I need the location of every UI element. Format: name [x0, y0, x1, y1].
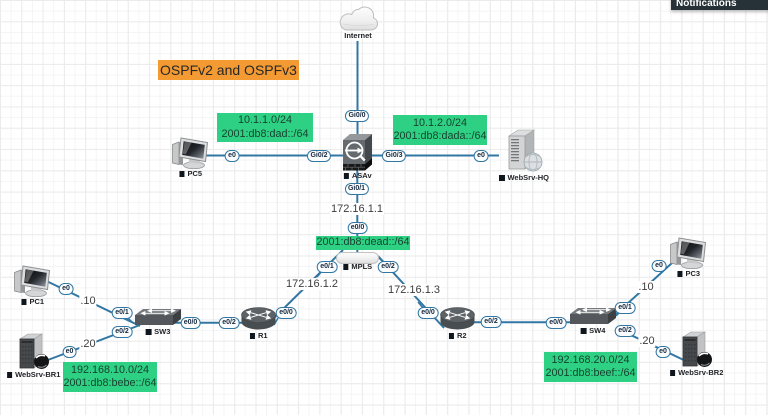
- server-icon: [18, 333, 49, 369]
- iface-label-asav-gi0-1: Gi0/1: [344, 183, 369, 195]
- iface-label-sw4-e0-2: e0/2: [614, 325, 636, 337]
- iface-label-websrv-br2-e0: e0: [655, 346, 671, 358]
- status-square-icon: [178, 171, 185, 177]
- iface-label-asav-gi0-2: Gi0/2: [306, 149, 332, 162]
- ip-label-10-right[interactable]: .10: [637, 281, 655, 293]
- router-icon: [440, 307, 475, 330]
- status-square-icon: [343, 173, 349, 179]
- status-square-icon: [669, 370, 676, 376]
- node-sw4[interactable]: SW4: [569, 307, 617, 335]
- iface-label-sw3-e0-2: e0/2: [111, 326, 133, 338]
- node-label-sw4: SW4: [580, 327, 605, 335]
- node-pc5[interactable]: PC5: [171, 136, 210, 178]
- status-square-icon: [249, 333, 255, 339]
- ip-label-172-16-1-2[interactable]: 172.16.1.2: [285, 277, 339, 290]
- network-label-10-1-2-0[interactable]: 10.1.2.0/24 2001:db8:dada::/64: [393, 115, 487, 145]
- network-label-192-168-20-0[interactable]: 192.168.20.0/24 2001:db8:beef::/64: [544, 352, 637, 382]
- network-label-192-168-10-0[interactable]: 192.168.10.0/24 2001:db8:bebe::/64: [63, 362, 157, 392]
- iface-label-sw3-e0-1: e0/1: [111, 306, 133, 319]
- ip-label-20-left[interactable]: .20: [79, 338, 97, 350]
- node-r1[interactable]: R1: [240, 306, 277, 340]
- iface-label-r2-e0-2: e0/2: [480, 316, 502, 328]
- iface-label-sw4-e0-0: e0/0: [545, 316, 567, 329]
- iface-label-r2-e0-0: e0/0: [417, 307, 439, 319]
- node-label-pc3: PC3: [676, 270, 700, 278]
- iface-label-pc5-e0: e0: [224, 150, 240, 162]
- status-square-icon: [498, 175, 505, 181]
- label-pointer-stubs: [126, 257, 621, 326]
- iface-label-websrv-br1-e0: e0: [62, 345, 77, 358]
- status-square-icon: [342, 264, 349, 270]
- firewall-icon: [343, 134, 372, 171]
- iface-label-sw3-e0-0: e0/0: [180, 317, 201, 329]
- router-icon: [241, 307, 276, 330]
- ip-label-172-16-1-1[interactable]: 172.16.1.1: [330, 203, 384, 215]
- status-square-icon: [676, 271, 683, 277]
- node-pc1[interactable]: PC1: [13, 264, 52, 306]
- server-icon: [508, 129, 543, 172]
- node-pc3[interactable]: PC3: [669, 236, 708, 278]
- status-square-icon: [6, 372, 13, 378]
- server-icon: [681, 331, 712, 367]
- node-label-r2: R2: [448, 332, 467, 340]
- ip-label-172-16-1-3[interactable]: 172.16.1.3: [387, 284, 441, 296]
- node-internet[interactable]: Internet: [338, 5, 378, 40]
- node-label-asav: ASAv: [343, 172, 372, 180]
- network-segment-icon: [336, 252, 379, 264]
- node-mpls[interactable]: MPLS: [336, 252, 379, 271]
- status-square-icon: [448, 333, 454, 339]
- network-label-2001-db8-dead[interactable]: 2001:db8:dead::/64: [316, 236, 410, 250]
- node-label-websrv-br2: WebSrv-BR2: [669, 369, 723, 377]
- node-sw3[interactable]: SW3: [134, 308, 182, 336]
- cloud-icon: [339, 6, 378, 31]
- node-r2[interactable]: R2: [439, 306, 476, 340]
- ip-label-20-right[interactable]: .20: [638, 335, 656, 347]
- node-asav[interactable]: ASAv: [341, 133, 374, 180]
- network-label-10-1-1-0[interactable]: 10.1.1.0/24 2001:db8:dad::/64: [217, 113, 313, 142]
- node-websrv-hq[interactable]: WebSrv-HQ: [498, 129, 549, 182]
- switch-icon: [570, 307, 616, 324]
- node-label-pc1: PC1: [20, 298, 44, 306]
- status-square-icon: [145, 329, 152, 335]
- node-websrv-br1[interactable]: WebSrv-BR1: [6, 333, 60, 379]
- node-label-pc5: PC5: [178, 170, 202, 178]
- iface-label-pc3-e0: e0: [651, 260, 667, 272]
- iface-label-r1-e0-0: e0/0: [275, 307, 297, 319]
- node-label-websrv-br1: WebSrv-BR1: [6, 371, 60, 379]
- notifications-toast[interactable]: Notifications: [671, 0, 768, 10]
- iface-label-r1-e0-2: e0/2: [218, 316, 240, 329]
- iface-label-mpls-e0-2: e0/2: [377, 261, 399, 273]
- status-square-icon: [580, 328, 587, 334]
- node-label-sw3: SW3: [145, 328, 170, 336]
- iface-label-sw4-e0-1: e0/1: [614, 302, 636, 314]
- pc-icon: [670, 237, 707, 269]
- iface-label-mpls-e0-1: e0/1: [316, 261, 338, 273]
- pc-icon: [172, 137, 209, 169]
- iface-label-pc1-e0: e0: [58, 283, 74, 295]
- node-label-mpls: MPLS: [342, 263, 372, 271]
- iface-label-asav-gi0-3: Gi0/3: [381, 149, 407, 162]
- pc-icon: [14, 265, 51, 297]
- switch-icon: [135, 308, 181, 325]
- status-square-icon: [20, 299, 27, 305]
- iface-label-mpls-e0-0: e0/0: [347, 222, 368, 234]
- node-label-websrv-hq: WebSrv-HQ: [498, 174, 549, 182]
- ip-label-10-left[interactable]: .10: [79, 295, 97, 307]
- diagram-title[interactable]: OSPFv2 and OSPFv3: [158, 60, 299, 80]
- iface-label-asav-gi0-0: Gi0/0: [344, 110, 370, 122]
- node-label-r1: R1: [249, 332, 268, 340]
- node-label-internet: Internet: [344, 31, 372, 40]
- iface-label-websrv-hq-e0: e0: [473, 149, 489, 162]
- node-websrv-br2[interactable]: WebSrv-BR2: [669, 331, 723, 377]
